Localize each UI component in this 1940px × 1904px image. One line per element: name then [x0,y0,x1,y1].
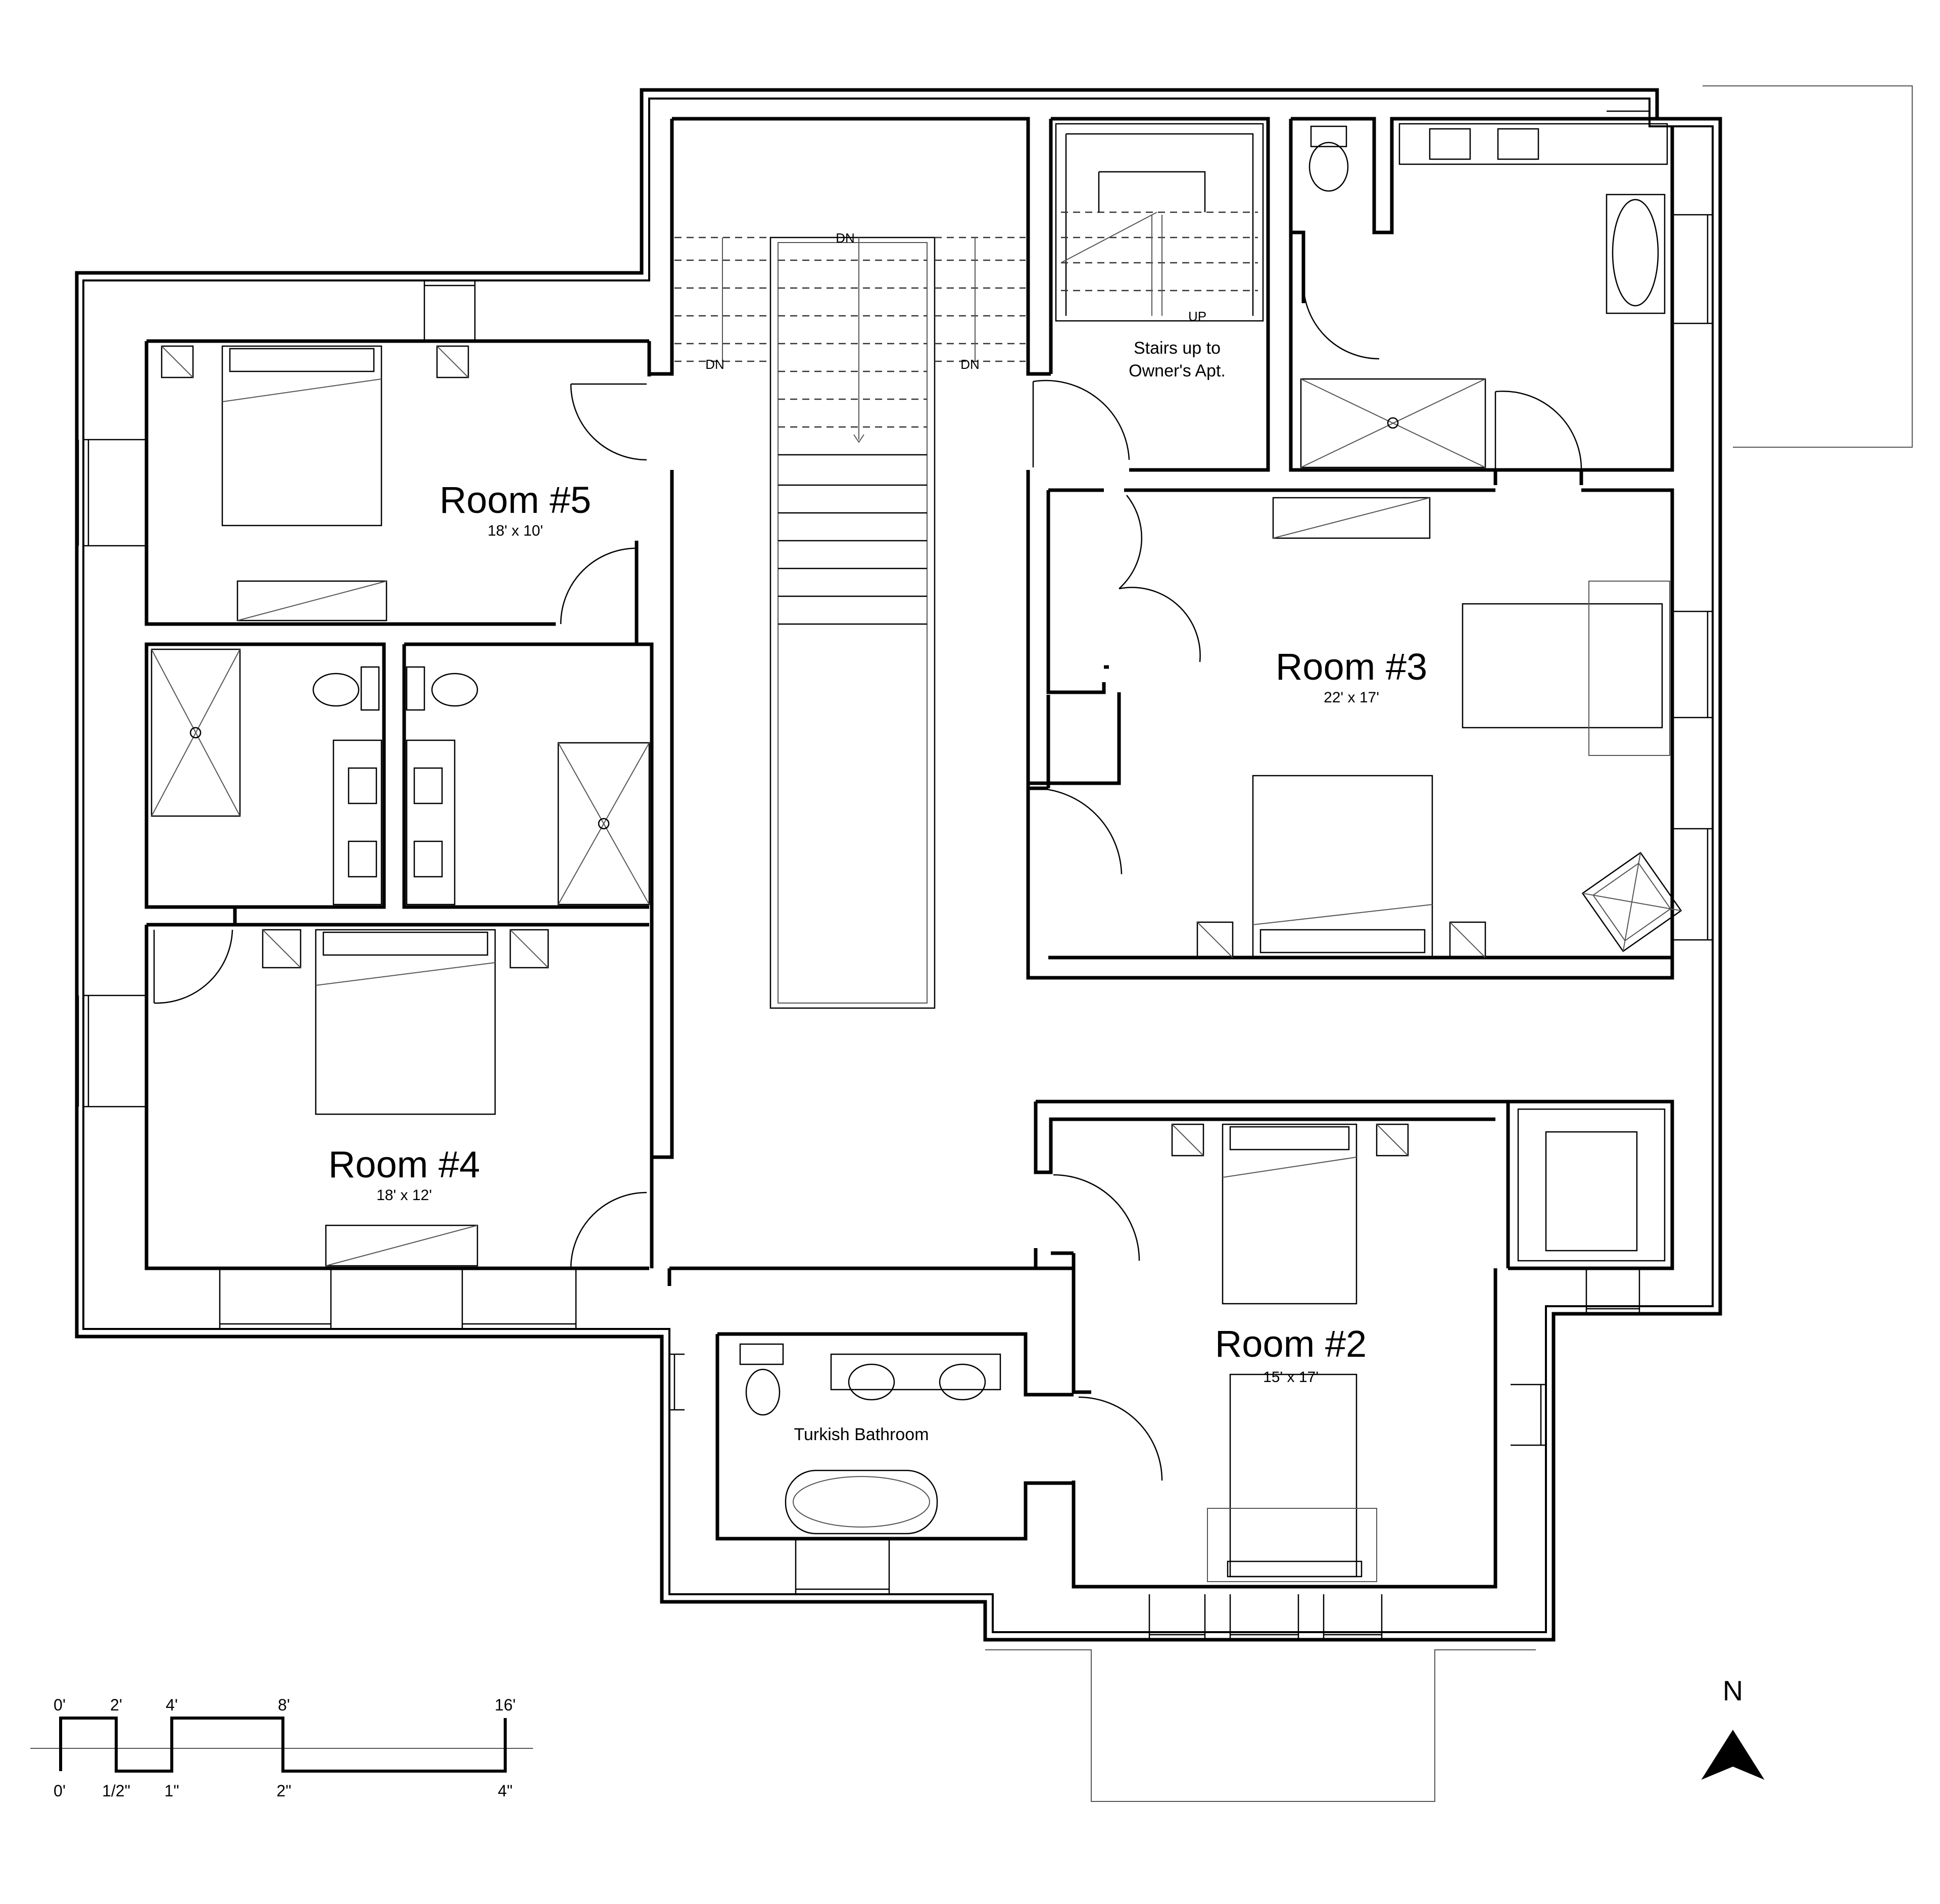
up-label: UP [1188,309,1206,324]
stairs-label-line2: Owner's Apt. [1129,361,1226,380]
dn-label-left: DN [705,357,724,372]
room5-size: 18' x 10' [488,522,543,539]
scale-ft-16: 16' [495,1696,516,1714]
dn-label-top: DN [836,230,855,246]
scale-ft-8: 8' [278,1696,290,1714]
scale-in-4: 4" [498,1782,512,1800]
main-stair [674,236,1026,1009]
north-arrow-icon [1701,1730,1765,1780]
furniture-beds [161,345,1682,1582]
room-labels: Room #5 18' x 10' Room #4 18' x 12' Room… [328,230,1427,1444]
room5-title: Room #5 [440,479,591,521]
room4-size: 18' x 12' [376,1187,432,1204]
north-arrow: N [1701,1675,1765,1780]
dn-label-right: DN [960,357,980,372]
scale-in-1: 1" [164,1782,179,1800]
exterior-walls [75,88,1722,1642]
scale-ft-2: 2' [110,1696,122,1714]
scale-bar: 0' 2' 4' 8' 16' 0' 1/2" 1" 2" 4" [30,1696,533,1800]
terraces [985,85,1913,1802]
doors [153,282,1582,1481]
scale-ft-0: 0' [54,1696,66,1714]
turkish-bathroom-label: Turkish Bathroom [794,1425,929,1444]
owners-stair [1055,123,1264,322]
scale-ft-4: 4' [166,1696,178,1714]
interior-walls [144,117,1674,1589]
stairs-label-line1: Stairs up to [1134,339,1221,358]
north-label: N [1723,1675,1743,1706]
room4-title: Room #4 [328,1144,480,1185]
room3-size: 22' x 17' [1324,689,1379,706]
scale-in-half: 1/2" [102,1782,130,1800]
room2-title: Room #2 [1215,1323,1367,1365]
windows [77,89,1713,1640]
room2-size: 15' x 17' [1263,1369,1319,1386]
scale-in-2: 2" [276,1782,291,1800]
scale-in-0: 0' [54,1782,66,1800]
room3-title: Room #3 [1276,646,1427,688]
bathroom-fixtures [151,123,1668,1535]
